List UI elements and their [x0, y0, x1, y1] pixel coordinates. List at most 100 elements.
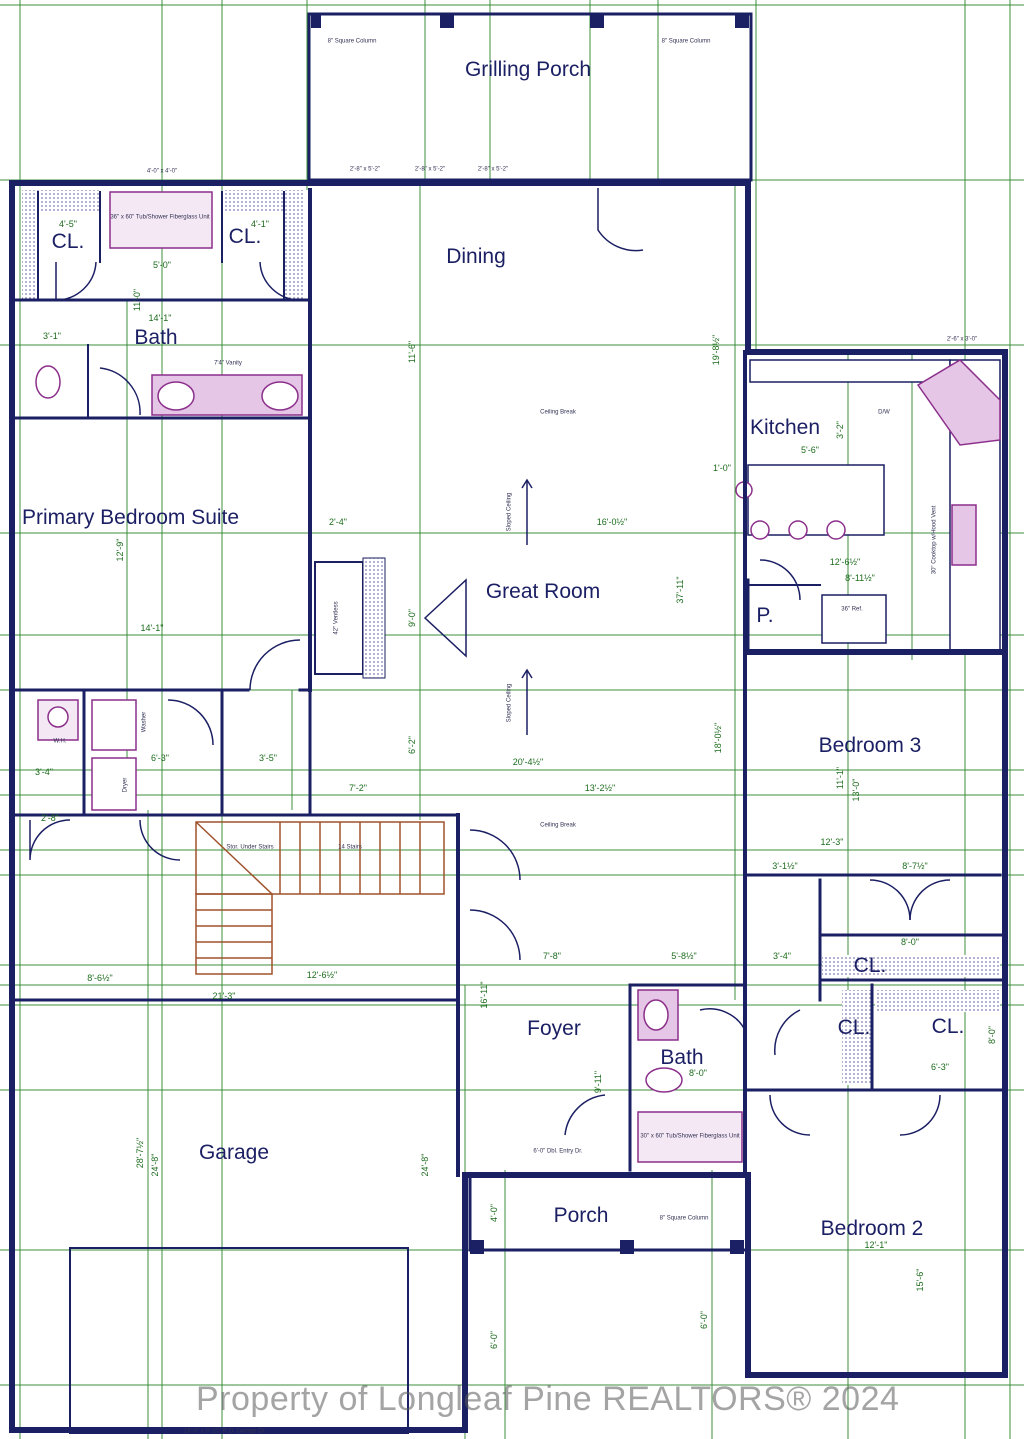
dim-kitchen-12: 12'-6½": [829, 557, 861, 567]
note-column-left: 8" Square Column: [327, 38, 377, 45]
dim-bedroom2-height: 15'-6": [915, 1268, 925, 1292]
dim-great-room-13: 13'-2½": [584, 783, 616, 793]
note-stairs: 14 Stairs: [338, 844, 362, 851]
room-label-primary-bath: Bath: [134, 326, 178, 349]
dim-bedroom3-width: 12'-3": [820, 837, 844, 847]
dim-hall-bath-8: 8'-0": [689, 1068, 707, 1078]
hall-bath-tub: [637, 1111, 743, 1163]
watermark: Property of Longleaf Pine REALTORS® 2024: [196, 1380, 900, 1418]
room-label-dining: Dining: [446, 245, 506, 268]
sink-right: [261, 381, 299, 411]
dim-garage-21: 21'-3": [212, 991, 236, 1001]
dim-laundry-3: 3'-4": [35, 767, 53, 777]
dim-great-room-width: 16'-0½": [596, 517, 628, 527]
room-label-pantry: P.: [756, 604, 774, 627]
dim-foyer-9: 9'-11": [593, 1070, 603, 1094]
note-wh: W.H.: [53, 738, 67, 745]
dim-great-room-left: 2'-4": [329, 517, 347, 527]
room-label-great-room: Great Room: [485, 580, 601, 603]
room-label-grilling-porch: Grilling Porch: [464, 58, 592, 81]
toilet-primary: [35, 365, 61, 399]
dim-dining-total: 19'-8½": [711, 334, 721, 366]
note-porch-column: 8" Square Column: [659, 1215, 709, 1222]
dim-garage-28: 28'-7½": [135, 1137, 145, 1169]
dim-garage-8: 8'-6½": [87, 973, 113, 983]
dim-bedroom3-height: 13'-0": [851, 778, 861, 802]
dim-garage-12: 12'-6½": [306, 970, 338, 980]
porch-posts: [470, 1240, 744, 1254]
note-tub-primary: 36" x 60" Tub/Shower Fiberglass Unit: [110, 214, 210, 221]
dim-kitchen-8: 8'-11½": [845, 573, 875, 583]
dim-foyer-7: 7'-8": [543, 951, 561, 961]
refrigerator: [821, 594, 887, 644]
kitchen-island: [747, 464, 885, 536]
note-entry-door: 6'-0" Dbl. Entry Dr.: [533, 1148, 583, 1155]
closet-hatch-right-top: [222, 190, 284, 212]
note-column-right: 8" Square Column: [661, 38, 711, 45]
note-window-1: 2'-8" x 5'-2": [349, 166, 381, 173]
kitchen-sink: [916, 359, 1001, 446]
dim-toilet-room: 3'-1": [43, 331, 61, 341]
dim-primary-height: 12'-9": [115, 538, 125, 562]
dim-laundry-35: 3'-5": [259, 753, 277, 763]
dim-closet-left: 4'-5": [59, 219, 77, 229]
note-garage-door: 16'-0" x 8'-10" R.O. Garage Dr.: [184, 1428, 266, 1435]
kitchen-counter-top: [749, 359, 951, 383]
closet-hatch-hall-1: [822, 955, 1000, 977]
room-label-closet-right: CL.: [228, 225, 262, 248]
note-washer: Washer: [141, 711, 148, 733]
fixtures: [22, 190, 1001, 1163]
closet-hatch-hall-3: [875, 990, 1000, 1012]
walls: [9, 12, 1008, 1434]
dim-porch-6-right: 6'-0": [699, 1311, 709, 1329]
dim-garage-24: 24'-8": [150, 1153, 160, 1177]
stool-2: [788, 520, 808, 540]
dim-bedroom3-8: 8'-7½": [902, 861, 928, 871]
dryer: [91, 757, 137, 811]
dim-bedroom3-11: 11'-1": [835, 766, 845, 790]
stairs: [195, 821, 445, 975]
dim-great-room-9: 9'-0": [407, 609, 417, 627]
fireplace-hearth: [362, 557, 386, 679]
hall-bath-sink: [643, 999, 669, 1031]
dim-dining-height: 11'-6": [407, 340, 417, 364]
room-label-bedroom-3: Bedroom 3: [818, 734, 922, 757]
room-label-closet-bed2: CL.: [931, 1015, 965, 1038]
water-heater-tank: [47, 706, 69, 728]
dim-porch-4: 4'-0": [489, 1204, 499, 1222]
dim-foyer-5: 5'-8½": [671, 951, 697, 961]
dim-great-room-6: 6'-2": [407, 736, 417, 754]
fireplace: [314, 561, 364, 675]
dim-primary-width: 14'-1": [140, 623, 164, 633]
room-label-closet-hall-2: CL.: [837, 1016, 871, 1039]
dim-closet-8: 8'-0": [987, 1026, 997, 1044]
stool-3: [826, 520, 846, 540]
closet-hatch-left-top: [38, 190, 100, 212]
dim-kitchen-width: 5'-6": [801, 445, 819, 455]
note-kitchen-window: 2'-6" x 3'-0": [946, 336, 978, 343]
note-vanity: 7'4" Vanity: [214, 360, 242, 367]
room-label-foyer: Foyer: [527, 1017, 581, 1040]
dim-bath-overall: 14'-1": [148, 313, 172, 323]
room-label-kitchen: Kitchen: [749, 416, 821, 439]
dim-hall-3: 3'-4": [773, 951, 791, 961]
note-fridge: 36" Ref.: [841, 606, 863, 613]
room-label-bedroom-2: Bedroom 2: [820, 1217, 924, 1240]
dim-laundry-2: 2'-8": [41, 813, 59, 823]
dim-closet-right: 4'-1": [251, 219, 269, 229]
note-cooktop: 30" Cooktop w/Hood Vent: [931, 505, 938, 575]
dim-bath-height: 11'-0": [132, 288, 142, 312]
sloped-ceiling-arrows: [423, 478, 533, 735]
doors: [29, 188, 951, 1136]
note-window-2: 2'-8" x 5'-2": [414, 166, 446, 173]
hall-bath-toilet: [645, 1067, 683, 1093]
note-ceiling-break-top: Ceiling Break: [540, 409, 576, 416]
sink-left: [157, 381, 195, 411]
stool-1: [750, 520, 770, 540]
room-label-primary-bedroom: Primary Bedroom Suite: [22, 506, 240, 529]
note-tub-hall: 30" x 60" Tub/Shower Fiberglass Unit: [640, 1133, 740, 1140]
dim-closet-6: 6'-3": [931, 1062, 949, 1072]
room-label-closet-left: CL.: [51, 230, 85, 253]
room-label-garage: Garage: [198, 1141, 270, 1164]
dim-great-room-7: 7'-2": [349, 783, 367, 793]
